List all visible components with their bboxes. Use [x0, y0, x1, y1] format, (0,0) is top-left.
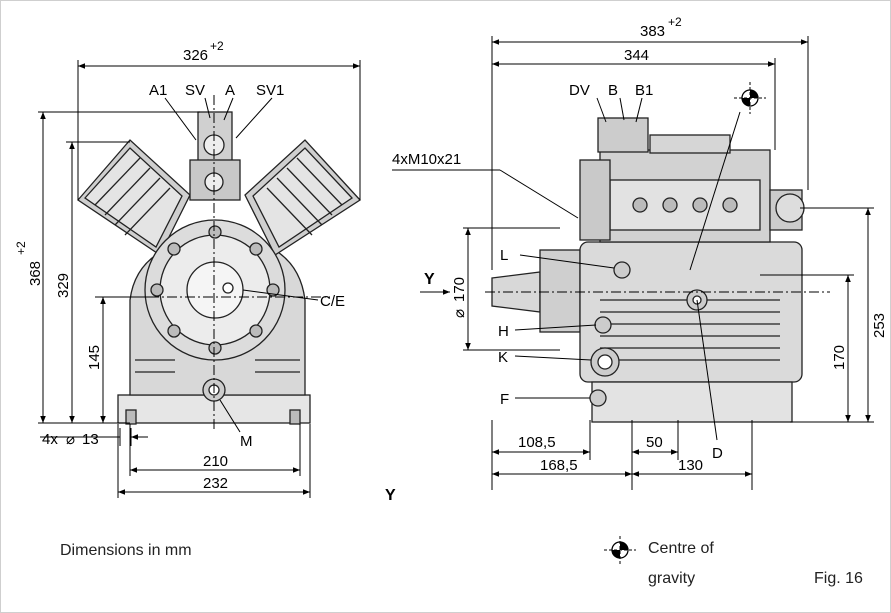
dim-side-width-344: 344 [624, 47, 649, 64]
dim-thread: 4xM10x21 [392, 151, 461, 168]
label-l: L [500, 247, 508, 264]
dim-holes-dia: 13 [82, 431, 99, 448]
dim-base-232: 232 [203, 475, 228, 492]
dim-bottom-108-5: 108,5 [518, 434, 556, 451]
dim-side-width-383: 383 [640, 23, 665, 40]
dim-bottom-130: 130 [678, 457, 703, 474]
dim-front-height-tol: +2 [14, 241, 28, 255]
figure-number: Fig. 16 [814, 570, 863, 587]
label-sv1: SV1 [256, 82, 284, 99]
legend-gravity: gravity [648, 570, 696, 587]
front-view-dimensions [38, 60, 361, 498]
dim-bottom-168-5: 168,5 [540, 457, 578, 474]
label-f: F [500, 391, 509, 408]
label-a1: A1 [149, 82, 167, 99]
dim-front-width-tol: +2 [210, 39, 224, 53]
view-marker-y-side: Y [424, 271, 435, 288]
label-ce: C/E [320, 293, 345, 310]
units-caption: Dimensions in mm [60, 542, 192, 559]
dim-height-253: 253 [871, 313, 888, 338]
dim-front-height-329: 329 [55, 273, 72, 298]
label-b: B [608, 82, 618, 99]
dim-holes-count: 4x [42, 431, 58, 448]
dim-front-height-145: 145 [86, 345, 103, 370]
label-a: A [225, 82, 235, 99]
label-d: D [712, 445, 723, 462]
dim-front-width-326: 326 [183, 47, 208, 64]
centre-of-gravity-symbol-legend [604, 536, 636, 564]
label-h: H [498, 323, 509, 340]
view-marker-y-bottom: Y [385, 487, 396, 504]
label-sv: SV [185, 82, 205, 99]
centre-of-gravity-symbol-top [734, 82, 766, 114]
side-view-compressor [491, 117, 805, 423]
dim-height-170: 170 [831, 345, 848, 370]
dim-side-width-tol: +2 [668, 15, 682, 29]
dim-shaft-dia-symbol: ⌀ [451, 309, 468, 318]
legend-centre-of: Centre of [648, 540, 714, 557]
front-view-compressor [77, 111, 361, 425]
label-k: K [498, 349, 508, 366]
side-view-dimensions [392, 36, 874, 490]
label-b1: B1 [635, 82, 653, 99]
dim-shaft-dia: 170 [451, 277, 468, 302]
dim-base-210: 210 [203, 453, 228, 470]
dim-bottom-50: 50 [646, 434, 663, 451]
label-m: M [240, 433, 253, 450]
dim-front-height-368: 368 [27, 261, 44, 286]
label-dv: DV [569, 82, 590, 99]
dim-holes-dia-symbol: ⌀ [66, 431, 75, 448]
